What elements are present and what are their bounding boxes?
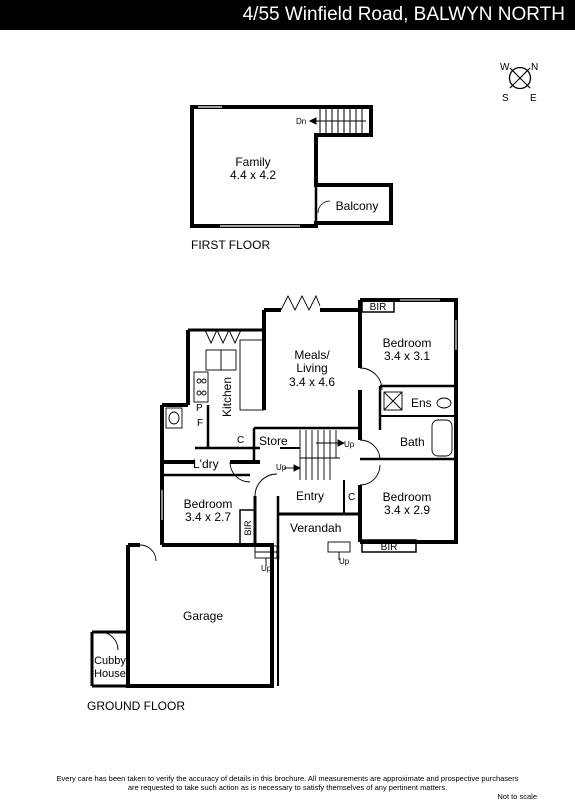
bir-label-2: BIR — [381, 542, 398, 553]
disclaimer-line-1: Every care has been taken to verify the … — [56, 774, 519, 783]
fridge-label: F — [197, 418, 203, 429]
room-garage: Garage — [183, 609, 223, 623]
compass: W N S E — [500, 62, 538, 104]
bir-label-1: BIR — [370, 302, 387, 313]
compass-e: E — [530, 93, 537, 104]
room-meals-size: 3.4 x 4.6 — [289, 375, 335, 389]
address-title: 4/55 Winfield Road, BALWYN NORTH — [242, 4, 565, 25]
room-family-size: 4.4 x 4.2 — [230, 168, 276, 182]
compass-n: N — [531, 62, 538, 73]
room-house: House — [94, 668, 126, 680]
first-floor-details — [198, 106, 366, 227]
room-meals: Meals/ — [294, 348, 330, 362]
pantry-label: P — [196, 403, 203, 414]
room-bedroom-2: Bedroom — [184, 497, 233, 511]
disclaimer: Every care has been taken to verify the … — [0, 774, 575, 792]
up-label-4: Up — [339, 557, 350, 566]
room-laundry: L'dry — [193, 457, 219, 471]
room-kitchen: Kitchen — [220, 377, 234, 417]
first-floor-label: FIRST FLOOR — [191, 238, 270, 252]
up-label-1: Up — [344, 440, 355, 449]
header-bar: 4/55 Winfield Road, BALWYN NORTH — [0, 0, 575, 30]
ground-floor-details — [99, 294, 457, 651]
scale-note: Not to scale — [497, 792, 537, 801]
up-label-3: Up — [261, 564, 272, 573]
room-bedroom-3: Bedroom — [383, 490, 432, 504]
room-bedroom-1-size: 3.4 x 3.1 — [384, 349, 430, 363]
ground-floor-stairs — [284, 430, 346, 480]
disclaimer-line-2: are requested to take such action as is … — [127, 783, 448, 792]
ground-floor-walls — [90, 298, 458, 688]
room-ens: Ens — [411, 396, 432, 410]
ground-floor-label: GROUND FLOOR — [87, 699, 185, 713]
up-label-2: Up — [276, 463, 287, 472]
bir-label-3: BIR — [243, 520, 253, 536]
first-floor-stairs — [308, 109, 366, 133]
room-bedroom-1: Bedroom — [383, 336, 432, 350]
compass-w: W — [500, 62, 510, 73]
compass-s: S — [502, 93, 509, 104]
room-balcony: Balcony — [336, 199, 379, 213]
room-bedroom-2-size: 3.4 x 2.7 — [185, 510, 231, 524]
room-family: Family — [235, 155, 270, 169]
room-bath: Bath — [400, 435, 425, 449]
room-verandah: Verandah — [290, 521, 341, 535]
room-living: Living — [296, 361, 327, 375]
cupboard-label-2: C — [348, 492, 355, 503]
room-entry: Entry — [296, 489, 324, 503]
room-bedroom-3-size: 3.4 x 2.9 — [384, 503, 430, 517]
room-store: Store — [259, 434, 288, 448]
ground-floor-labels: Meals/ Living 3.4 x 4.6 Bedroom 3.4 x 3.… — [87, 302, 432, 713]
cupboard-label-1: C — [237, 435, 244, 446]
room-cubby: Cubby — [94, 655, 126, 667]
stairs-down-label: Dn — [296, 117, 306, 126]
